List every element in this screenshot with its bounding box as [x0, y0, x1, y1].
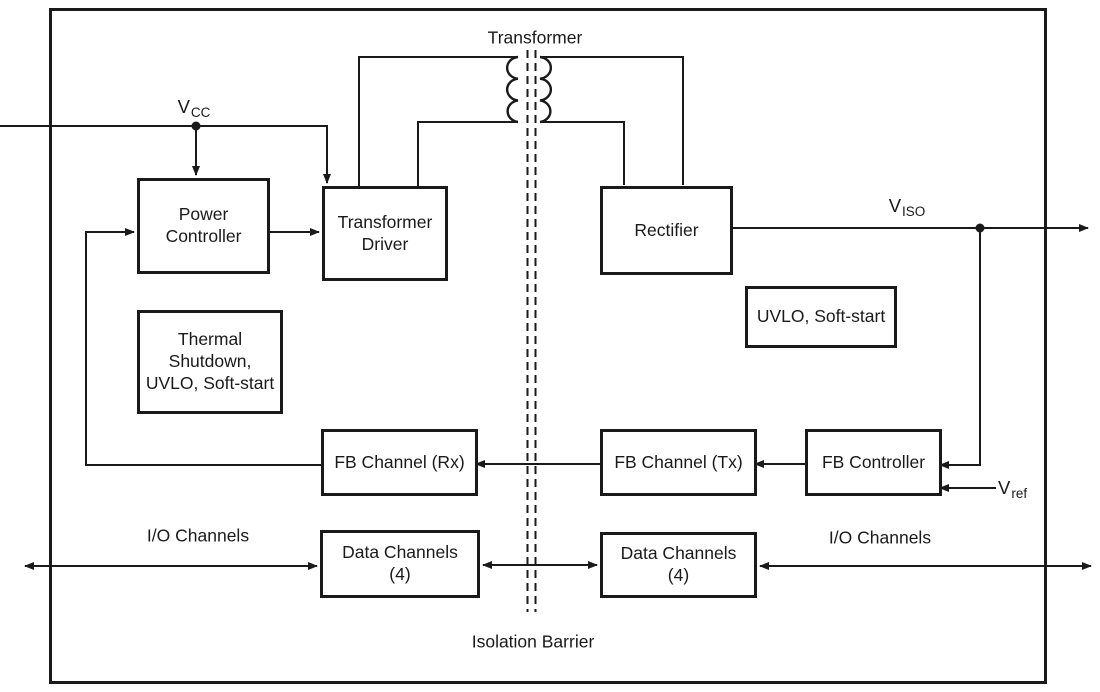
block-fb-channel-rx: FB Channel (Rx) [321, 429, 478, 496]
block-data-channels-left: Data Channels (4) [320, 530, 480, 598]
block-rectifier: Rectifier [600, 186, 733, 275]
block-fb-controller: FB Controller [805, 429, 942, 496]
label-io-channels-right: I/O Channels [828, 527, 932, 548]
label-isolation-barrier: Isolation Barrier [471, 631, 595, 652]
block-fb-controller-label: FB Controller [821, 451, 926, 472]
wire-viso-to-fb-controller [939, 228, 981, 469]
label-vcc: VCC [177, 96, 211, 120]
block-thermal-shutdown-label: Thermal Shutdown, UVLO, Soft-start [145, 329, 275, 393]
vcc-junction-dot [191, 121, 201, 131]
isolation-barrier-dashes [526, 50, 537, 612]
block-rectifier-label: Rectifier [634, 219, 699, 240]
block-thermal-shutdown: Thermal Shutdown, UVLO, Soft-start [137, 310, 283, 414]
wire-secondary-top [540, 56, 684, 185]
label-io-channels-left: I/O Channels [146, 525, 250, 546]
label-viso: VISO [888, 195, 926, 219]
block-data-channels-right-label: Data Channels (4) [620, 543, 737, 585]
wire-secondary-bottom [540, 121, 625, 185]
block-uvlo-soft-start: UVLO, Soft-start [745, 286, 897, 348]
block-power-controller-label: Power Controller [165, 204, 242, 246]
label-vref: Vref [998, 477, 1028, 501]
block-data-channels-left-label: Data Channels (4) [342, 542, 458, 584]
block-power-controller: Power Controller [137, 178, 270, 274]
block-fb-channel-tx: FB Channel (Tx) [600, 429, 757, 496]
block-transformer-driver: Transformer Driver [322, 186, 448, 281]
block-fb-channel-tx-label: FB Channel (Tx) [614, 451, 743, 472]
block-fb-channel-rx-label: FB Channel (Rx) [334, 451, 465, 472]
block-data-channels-right: Data Channels (4) [600, 532, 757, 598]
wire-primary-bottom [417, 121, 518, 186]
wire-vcc-rail [0, 125, 331, 184]
block-transformer-driver-label: Transformer Driver [337, 211, 433, 254]
wire-primary-top [358, 56, 518, 186]
block-uvlo-soft-start-label: UVLO, Soft-start [756, 306, 886, 327]
transformer-coil-icon [506, 55, 552, 124]
label-transformer: Transformer [487, 27, 583, 48]
chip-boundary [49, 8, 1047, 684]
wire-fb-rx-to-power-controller [85, 228, 321, 466]
